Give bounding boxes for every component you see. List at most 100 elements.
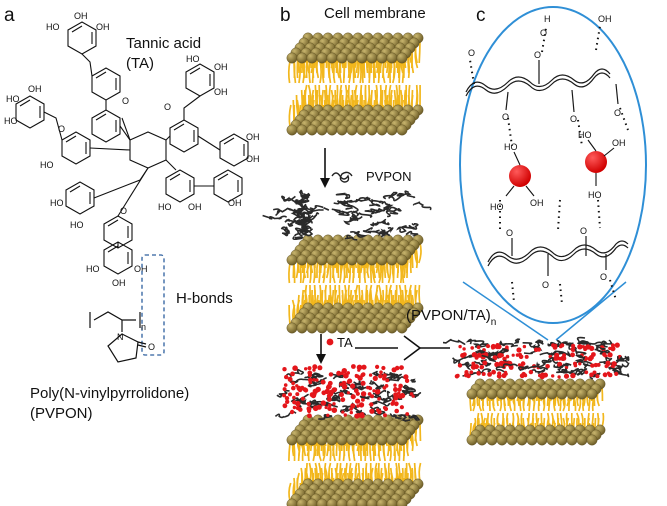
panel-c-letter: c <box>476 5 486 26</box>
lipid-head <box>386 434 398 446</box>
lipid-head <box>506 388 518 400</box>
pvpon-coil <box>288 197 305 206</box>
lipid-head <box>586 434 598 446</box>
ta-dot <box>328 372 334 377</box>
atom-oh: OH <box>188 202 202 212</box>
lipid-head <box>466 434 478 446</box>
ta-dot <box>393 387 397 391</box>
pvpon-label: PVPON <box>366 169 412 184</box>
lipid-head <box>346 124 358 136</box>
lipid-head <box>396 498 408 506</box>
lipid-tail <box>503 396 507 412</box>
lipid-head <box>326 124 338 136</box>
lipid-tail <box>338 442 341 462</box>
pvpon-coil <box>352 384 365 390</box>
pvpon-coil <box>304 372 321 379</box>
atom-ho: HO <box>578 130 592 140</box>
ta-dot <box>523 373 528 378</box>
membrane-bilayer-ta <box>274 364 424 506</box>
lipid-tail <box>410 50 415 74</box>
lipid-tail <box>513 396 516 412</box>
ta-dot <box>290 371 295 377</box>
ta-dot <box>369 408 375 414</box>
ta-dot <box>312 405 319 412</box>
lipid-head <box>376 52 388 64</box>
lipid-head <box>516 388 528 400</box>
lipid-head <box>306 52 318 64</box>
lipid-tail <box>369 262 373 284</box>
lipid-tail <box>399 262 403 284</box>
atom-o: O <box>120 206 127 216</box>
lipid-head <box>356 124 368 136</box>
pvpon-coil <box>335 192 351 200</box>
ta-dot <box>354 373 359 378</box>
tannic-acid-abbr: (TA) <box>126 55 154 72</box>
ta-dot <box>284 374 289 380</box>
membrane-bilayer-pvpon <box>262 189 432 334</box>
lipid-tail <box>358 284 361 306</box>
lipid-head <box>306 434 318 446</box>
ta-dot <box>589 372 594 378</box>
ta-dot <box>341 410 345 414</box>
ta-dot <box>393 401 399 407</box>
lipid-head <box>336 52 348 64</box>
galloyl-ring <box>213 169 243 203</box>
ta-dot <box>291 381 295 386</box>
pvpon-coil <box>465 338 489 346</box>
ta-dot <box>368 373 373 377</box>
ta-dot <box>502 356 507 362</box>
ta-dot <box>349 383 356 389</box>
lipid-tail <box>345 462 348 482</box>
ta-dot <box>607 352 613 358</box>
ta-dot <box>521 361 526 366</box>
process-arrows <box>316 148 450 364</box>
lipid-head <box>396 124 408 136</box>
lipid-head <box>386 322 398 334</box>
ta-dot <box>570 372 576 379</box>
pvpon-coil <box>574 348 587 357</box>
ta-dot <box>295 384 299 388</box>
lipid-head <box>396 322 408 334</box>
atom-oh: OH <box>74 11 88 21</box>
lipid-head <box>286 322 298 334</box>
ta-dot <box>481 372 486 376</box>
lipid-head <box>566 434 578 446</box>
ta-dot <box>508 365 514 370</box>
pvpon-coil <box>462 372 479 377</box>
ta-dot <box>545 364 550 369</box>
ta-dot <box>474 355 479 360</box>
lipid-tail <box>381 262 385 284</box>
lipid-head <box>396 254 408 266</box>
ta-dot <box>331 407 338 414</box>
pvpon-coil <box>408 222 419 230</box>
pvpon-coil <box>299 217 312 223</box>
pvpon-coil <box>396 225 415 233</box>
galloyl-ring <box>65 181 95 215</box>
lipid-head <box>396 52 408 64</box>
lipid-tail <box>312 442 316 462</box>
lipid-tail <box>401 262 405 284</box>
ta-dot <box>284 396 290 401</box>
ta-dot <box>573 361 577 366</box>
atom-o: O <box>164 102 171 112</box>
ta-molecule-dot <box>585 151 607 173</box>
pvpon-coil <box>362 227 380 234</box>
ta-dot <box>329 389 335 395</box>
ta-dot <box>516 347 522 353</box>
lipid-head <box>546 434 558 446</box>
lipid-tail <box>359 442 362 462</box>
lipid-tail <box>328 84 332 108</box>
lipid-tail <box>309 262 312 284</box>
lipid-tail <box>288 104 292 128</box>
lipid-head <box>386 124 398 136</box>
ta-dot <box>394 365 400 371</box>
pvpon-coil <box>408 392 422 399</box>
atom-o: O <box>506 228 513 238</box>
pvpon-coil <box>615 372 630 378</box>
lipid-tail <box>588 396 591 412</box>
lipid-tail <box>308 60 311 84</box>
ta-dot <box>304 367 308 371</box>
ta-dot <box>343 413 347 417</box>
atom-o: O <box>122 96 129 106</box>
ta-dot <box>282 393 287 398</box>
